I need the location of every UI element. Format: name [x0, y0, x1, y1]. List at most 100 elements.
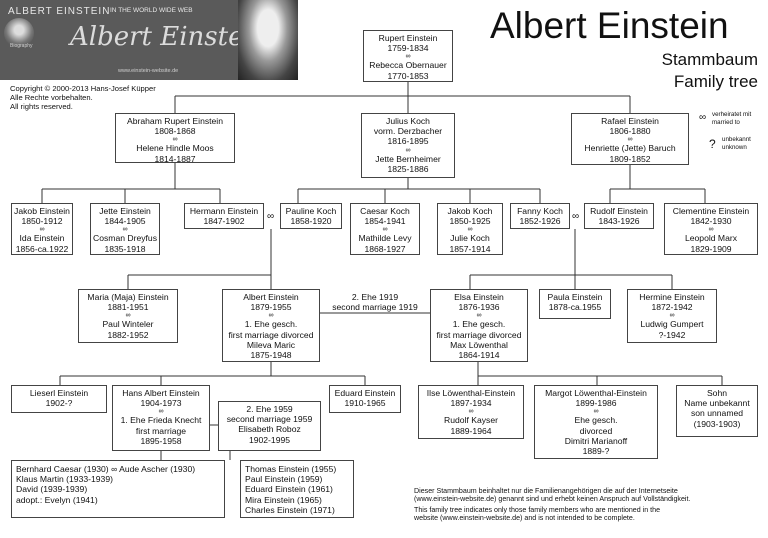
- grandchildren-hans-albert: Bernhard Caesar (1930) ∞ Aude Ascher (19…: [11, 460, 225, 518]
- person-line: Rudolf Kayser: [421, 415, 521, 425]
- person-line: Hans Albert Einstein: [115, 388, 207, 398]
- person-line: Clementine Einstein: [667, 206, 755, 216]
- person-box-lieserl-einstein: Lieserl Einstein1902-?: [11, 385, 107, 413]
- person-line: Lieserl Einstein: [14, 388, 104, 398]
- person-line: Jette Bernheimer: [364, 154, 452, 164]
- person-line: Sohn: [679, 388, 755, 398]
- person-line: Mira Einstein (1965): [245, 495, 351, 505]
- person-line: 1876-1936: [433, 302, 525, 312]
- married-symbol-icon: ∞: [537, 408, 655, 415]
- married-symbol-icon: ∞: [353, 226, 417, 233]
- person-line: Pauline Koch: [283, 206, 339, 216]
- person-line: 1843-1926: [587, 216, 651, 226]
- person-line: 1889-1964: [421, 426, 521, 436]
- person-line: 1879-1955: [225, 302, 317, 312]
- person-line: Julius Koch: [364, 116, 452, 126]
- copyright-notice: Copyright © 2000-2013 Hans-Josef Küpper …: [10, 84, 156, 111]
- person-line: 1872-1942: [630, 302, 714, 312]
- person-line: 1895-1958: [115, 436, 207, 446]
- married-symbol-icon: ∞: [699, 113, 706, 123]
- person-line: Hermann Einstein: [187, 206, 261, 216]
- banner-brand: ALBERT EINSTEIN: [8, 6, 110, 17]
- person-line: Rafael Einstein: [574, 116, 686, 126]
- person-line: 1902-?: [14, 398, 104, 408]
- subtitle-german: Stammbaum: [662, 50, 758, 69]
- person-line: Albert Einstein: [225, 292, 317, 302]
- person-box-rupert-einstein: Rupert Einstein1759-1834∞Rebecca Obernau…: [363, 30, 453, 82]
- person-box-ilse-loewenthal-einstein: Ilse Löwenthal-Einstein1897-1934∞Rudolf …: [418, 385, 524, 439]
- footer-note-english: This family tree indicates only those fa…: [414, 506, 660, 523]
- married-symbol-icon: ∞: [81, 312, 175, 319]
- person-line: 1. Ehe gesch.: [225, 319, 317, 329]
- person-line: Paul Winteler: [81, 319, 175, 329]
- person-line: Dimitri Marianoff: [537, 436, 655, 446]
- person-line: Maria (Maja) Einstein: [81, 292, 175, 302]
- person-line: first marriage divorced: [225, 330, 317, 340]
- person-line: 1808-1868: [118, 126, 232, 136]
- married-symbol-icon: ∞: [225, 312, 317, 319]
- person-line: 1910-1965: [332, 398, 398, 408]
- page-title: Albert Einstein: [490, 6, 729, 46]
- married-symbol-icon: ∞: [14, 226, 70, 233]
- person-line: 1882-1952: [81, 330, 175, 340]
- footer-note-german: Dieser Stammbaum beinhaltet nur die Fami…: [414, 487, 690, 504]
- person-line: Abraham Rupert Einstein: [118, 116, 232, 126]
- portrait-photo-large: [238, 0, 298, 80]
- person-line: 1847-1902: [187, 216, 261, 226]
- person-line: Rupert Einstein: [366, 33, 450, 43]
- person-line: 1. Ehe gesch.: [433, 319, 525, 329]
- person-box-julius-koch: Julius Kochvorm. Derzbacher1816-1895∞Jet…: [361, 113, 455, 178]
- person-line: (1903-1903): [679, 419, 755, 429]
- person-line: 1844-1905: [93, 216, 157, 226]
- person-line: 1759-1834: [366, 43, 450, 53]
- married-symbol-icon: ∞: [574, 136, 686, 143]
- website-banner: ALBERT EINSTEIN IN THE WORLD WIDE WEB Bi…: [0, 0, 298, 80]
- person-line: ?-1942: [630, 330, 714, 340]
- person-line: Leopold Marx: [667, 233, 755, 243]
- person-line: 1899-1986: [537, 398, 655, 408]
- person-line: 1814-1887: [118, 154, 232, 164]
- person-line: Mileva Maric: [225, 340, 317, 350]
- legend-married: verheiratet mit married to: [712, 111, 751, 126]
- person-line: 1897-1934: [421, 398, 521, 408]
- person-box-hermine-einstein: Hermine Einstein1872-1942∞Ludwig Gumpert…: [627, 289, 717, 343]
- person-line: Ida Einstein: [14, 233, 70, 243]
- person-line: 1850-1925: [440, 216, 500, 226]
- person-line: 1770-1853: [366, 71, 450, 81]
- person-line: Charles Einstein (1971): [245, 505, 351, 515]
- person-line: Helene Hindle Moos: [118, 143, 232, 153]
- person-line: 1864-1914: [433, 350, 525, 360]
- person-line: Paul Einstein (1959): [245, 474, 351, 484]
- person-line: Fanny Koch: [513, 206, 567, 216]
- person-line: 2. Ehe 1959: [221, 404, 318, 414]
- married-symbol-icon: ∞: [111, 464, 117, 474]
- person-line: Cosman Dreyfus: [93, 233, 157, 243]
- person-line: Margot Löwenthal-Einstein: [537, 388, 655, 398]
- person-line: Jakob Einstein: [14, 206, 70, 216]
- person-line: first marriage: [115, 426, 207, 436]
- married-symbol-icon: ∞: [572, 212, 579, 222]
- married-symbol-icon: ∞: [267, 212, 274, 222]
- person-box-pauline-koch: Pauline Koch1858-1920: [280, 203, 342, 229]
- person-line: 1904-1973: [115, 398, 207, 408]
- person-box-jette-einstein: Jette Einstein1844-1905∞Cosman Dreyfus18…: [90, 203, 160, 255]
- person-line: Elisabeth Roboz: [221, 424, 318, 434]
- married-symbol-icon: ∞: [440, 226, 500, 233]
- person-line: son unnamed: [679, 408, 755, 418]
- married-symbol-icon: ∞: [667, 226, 755, 233]
- person-line: 1852-1926: [513, 216, 567, 226]
- person-line: 1850-1912: [14, 216, 70, 226]
- person-line: 1858-1920: [283, 216, 339, 226]
- person-line: Name unbekannt: [679, 398, 755, 408]
- person-line: Max Löwenthal: [433, 340, 525, 350]
- person-line: Mathilde Levy: [353, 233, 417, 243]
- person-line: 1875-1948: [225, 350, 317, 360]
- person-box-elsa-einstein: Elsa Einstein1876-1936∞1. Ehe gesch.firs…: [430, 289, 528, 362]
- legend-unknown: unbekannt unknown: [722, 136, 751, 151]
